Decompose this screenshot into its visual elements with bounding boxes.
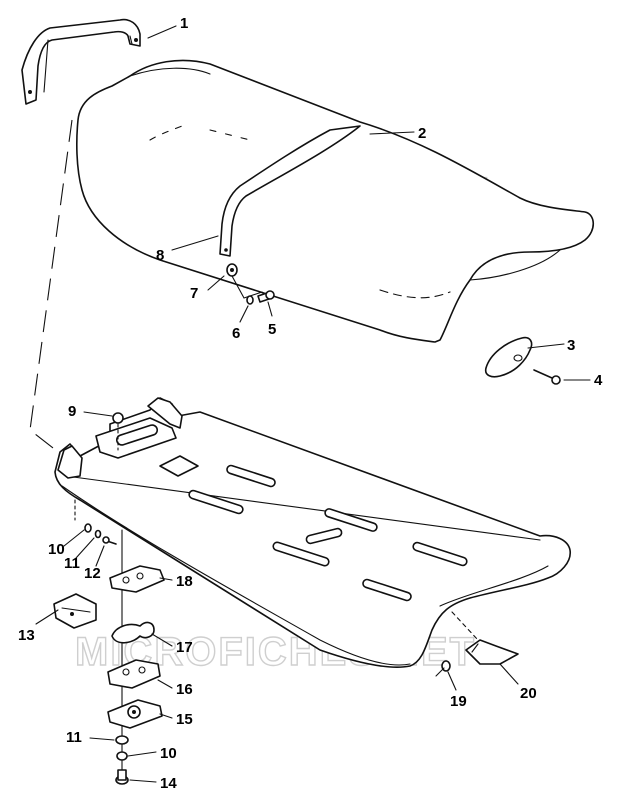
callout-11-lower: 11	[66, 729, 82, 746]
callout-10-lower: 10	[160, 745, 177, 762]
callout-14: 14	[160, 775, 177, 792]
washer-10-upper	[84, 523, 92, 533]
callout-6: 6	[232, 325, 240, 342]
nut-9	[112, 412, 124, 451]
seat-base-pan	[54, 397, 571, 669]
washer-10-lower	[116, 751, 128, 761]
callout-13: 13	[18, 627, 35, 644]
screw-5	[257, 290, 275, 303]
callout-12: 12	[84, 565, 101, 582]
plate-15	[107, 699, 163, 729]
callout-16: 16	[176, 681, 193, 698]
leader-lines	[35, 25, 591, 783]
callout-7: 7	[190, 285, 198, 302]
side-bracket	[484, 336, 533, 378]
callout-15: 15	[176, 711, 193, 728]
callout-2: 2	[418, 125, 426, 142]
callout-10-upper: 10	[48, 541, 65, 558]
bolt-12	[102, 536, 117, 545]
grab-handle	[21, 18, 141, 105]
lockwasher-6	[246, 295, 254, 305]
callout-17: 17	[176, 639, 193, 656]
bracket-20	[451, 611, 519, 665]
callout-3: 3	[567, 337, 575, 354]
fastener-19	[435, 660, 451, 677]
plate-16	[107, 659, 161, 689]
callout-1: 1	[180, 15, 188, 32]
callout-11-upper: 11	[64, 555, 80, 572]
callout-9: 9	[68, 403, 76, 420]
cable-17	[111, 621, 155, 644]
bolt-14	[115, 769, 129, 785]
callout-19: 19	[450, 693, 467, 710]
latch-13	[53, 593, 97, 629]
callout-18: 18	[176, 573, 193, 590]
plate-18	[109, 565, 165, 593]
bolt-4	[533, 369, 561, 385]
lockwasher-11-lower	[115, 735, 129, 745]
hardware-leader	[231, 275, 263, 299]
callout-5: 5	[268, 321, 276, 338]
callout-20: 20	[520, 685, 537, 702]
nut-7	[226, 263, 238, 277]
seat-cushion	[76, 59, 595, 343]
callout-8: 8	[156, 247, 164, 264]
lockwasher-11-upper	[94, 529, 102, 539]
assembly-dash-line	[29, 119, 73, 456]
callout-4: 4	[594, 372, 603, 389]
